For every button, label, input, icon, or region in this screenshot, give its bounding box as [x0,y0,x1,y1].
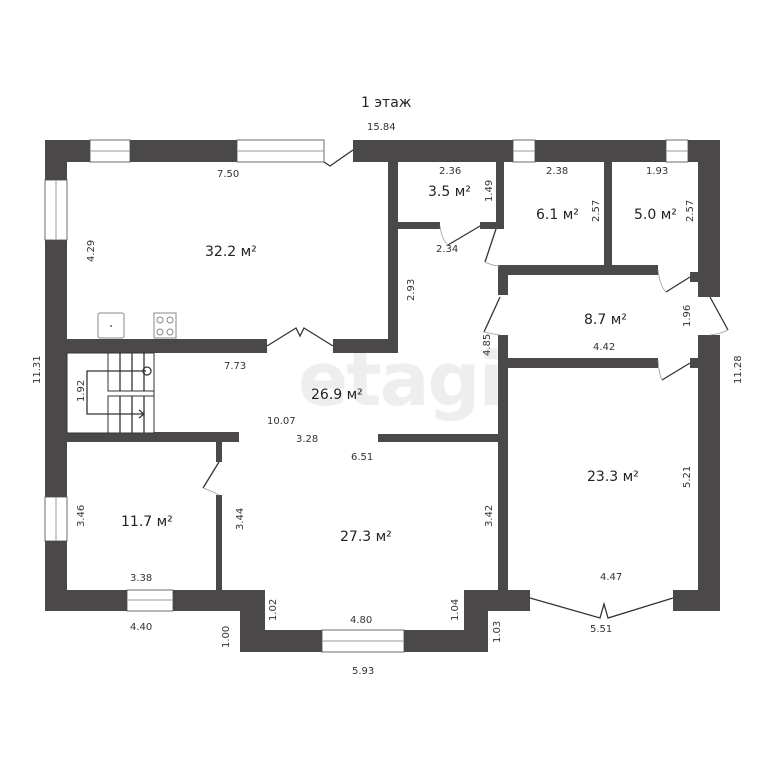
svg-text:4.29: 4.29 [86,240,97,262]
svg-text:4.40: 4.40 [130,622,152,633]
svg-text:2.57: 2.57 [685,200,696,222]
svg-text:11.31: 11.31 [32,355,43,384]
svg-text:5.93: 5.93 [352,666,374,677]
svg-text:3.42: 3.42 [484,505,495,527]
doors [202,225,729,619]
svg-text:4.80: 4.80 [350,615,372,626]
svg-text:6.51: 6.51 [351,452,373,463]
svg-text:1.02: 1.02 [268,599,279,621]
svg-text:4.47: 4.47 [600,572,622,583]
dimension-labels-vertical: 4.29 11.31 1.92 1.49 2.57 2.57 2.93 4.85… [32,180,744,648]
room-area-storage: 3.5 м² [428,184,471,200]
watermark: etagi [298,337,502,423]
svg-text:3.38: 3.38 [130,573,152,584]
svg-text:7.50: 7.50 [217,169,239,180]
svg-text:3.46: 3.46 [76,505,87,527]
stove-icon [153,312,177,339]
room-area-hall: 26.9 м² [311,387,363,403]
svg-text:3.44: 3.44 [235,508,246,530]
entrance-door-icon [323,149,354,167]
interior-walls [67,162,700,591]
svg-text:4.85: 4.85 [482,334,493,356]
svg-text:2.34: 2.34 [436,244,458,255]
svg-text:5.21: 5.21 [682,466,693,488]
svg-text:10.07: 10.07 [267,416,296,427]
svg-text:7.73: 7.73 [224,361,246,372]
svg-text:1.92: 1.92 [76,380,87,402]
svg-text:2.57: 2.57 [591,200,602,222]
svg-text:2.93: 2.93 [406,279,417,301]
svg-text:15.84: 15.84 [367,122,396,133]
svg-text:1.49: 1.49 [484,180,495,202]
svg-text:1.03: 1.03 [492,621,503,643]
svg-text:1.93: 1.93 [646,166,668,177]
room-area-bedroom-left: 11.7 м² [121,514,173,530]
floor-title: 1 этаж [361,95,412,111]
room-area-living: 27.3 м² [340,529,392,545]
room-area-bedroom-right: 23.3 м² [587,469,639,485]
svg-text:1.00: 1.00 [221,626,232,648]
exterior-walls [45,140,720,652]
room-area-toilet: 5.0 м² [634,207,677,223]
windows [44,139,689,653]
room-area-bathroom: 6.1 м² [536,207,579,223]
dimension-labels: 15.84 7.50 2.36 2.34 2.38 1.93 4.42 7.73… [130,122,668,677]
svg-text:3.28: 3.28 [296,434,318,445]
stairs-icon [66,352,155,434]
svg-text:2.38: 2.38 [546,166,568,177]
svg-text:11.28: 11.28 [733,355,744,384]
svg-text:5.51: 5.51 [590,624,612,635]
svg-text:2.36: 2.36 [439,166,461,177]
room-area-kitchen: 32.2 м² [205,244,257,260]
room-area-corridor: 8.7 м² [584,312,627,328]
svg-text:1.04: 1.04 [450,599,461,621]
svg-text:4.42: 4.42 [593,342,615,353]
svg-text:1.96: 1.96 [682,305,693,327]
